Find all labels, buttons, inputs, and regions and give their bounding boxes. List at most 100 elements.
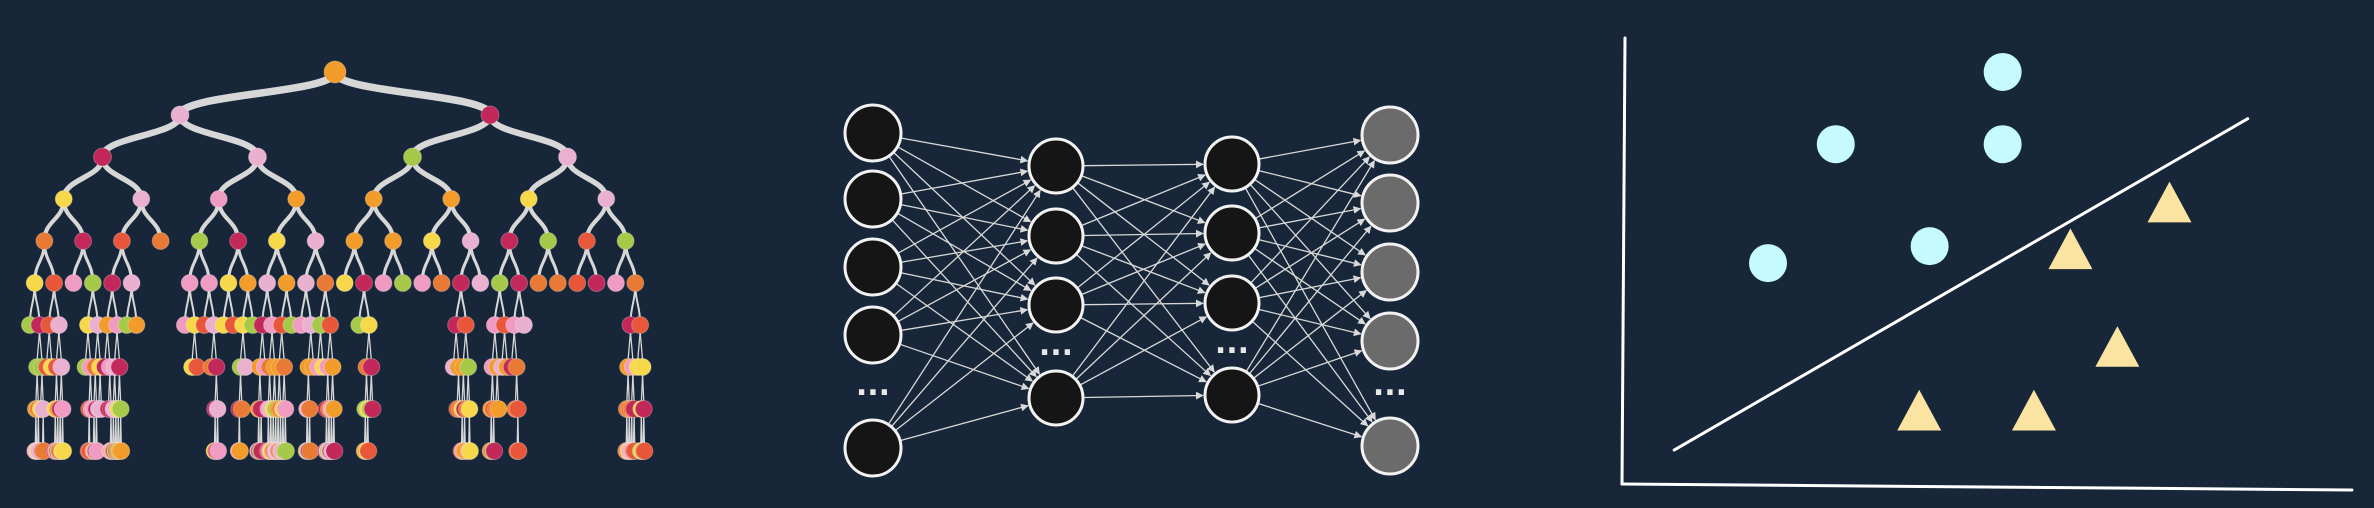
x-axis <box>1620 482 2354 492</box>
hidden-2-layer-ellipsis: ... <box>1215 326 1249 361</box>
output-neuron <box>1360 416 1420 476</box>
class-a-point <box>1983 52 2022 91</box>
class-a-point <box>1910 227 1949 266</box>
tree-node <box>490 274 509 292</box>
tree-node <box>52 358 71 376</box>
tree-node <box>35 232 54 250</box>
network-connection <box>901 306 1029 331</box>
tree-node <box>500 232 519 250</box>
network-ellipses: ... ... ... ... <box>856 326 1407 403</box>
tree-node <box>616 232 635 250</box>
hidden-2-neuron <box>1203 274 1261 332</box>
network-connection <box>901 238 1029 263</box>
tree-root-node <box>323 60 347 84</box>
tree-node <box>219 274 238 292</box>
tree-node <box>45 274 64 292</box>
tree-node <box>248 147 267 167</box>
decision-tree-icon <box>20 60 654 460</box>
tree-node <box>510 274 529 292</box>
network-connection <box>892 219 1037 378</box>
network-connection <box>1259 275 1362 299</box>
output-neuron <box>1360 105 1420 165</box>
tree-node <box>151 232 170 250</box>
network-connection <box>1249 225 1372 374</box>
tree-node <box>413 274 432 292</box>
tree-node <box>514 316 533 334</box>
network-connection <box>1072 186 1216 377</box>
network-connection <box>898 249 1032 322</box>
tree-node <box>509 442 528 460</box>
network-connection <box>893 185 1036 316</box>
tree-node <box>93 147 112 167</box>
tree-node <box>207 358 226 376</box>
tree-node <box>112 232 131 250</box>
tree-node <box>451 274 470 292</box>
network-connections <box>888 137 1376 441</box>
tree-node <box>324 400 343 418</box>
network-connection <box>1259 137 1362 160</box>
network-connection <box>1081 175 1206 224</box>
y-axis <box>1620 36 1627 486</box>
tree-node <box>83 274 102 292</box>
tree-node <box>170 105 190 125</box>
network-connection <box>900 403 1029 441</box>
tree-node <box>539 232 558 250</box>
tree-node <box>471 274 490 292</box>
tree-node <box>276 442 295 460</box>
tree-node <box>112 442 131 460</box>
input-neuron <box>843 305 903 365</box>
tree-node <box>54 190 73 208</box>
network-connection <box>900 343 1030 390</box>
network-connection <box>1080 317 1207 383</box>
tree-node <box>300 400 319 418</box>
tree-node <box>422 232 441 250</box>
tree-node <box>301 442 320 460</box>
class-a-point <box>1749 244 1787 283</box>
tree-node <box>359 442 378 460</box>
tree-node <box>238 274 257 292</box>
tree-node <box>180 274 199 292</box>
tree-node <box>111 400 130 418</box>
tree-node <box>631 316 650 334</box>
network-connection <box>1081 243 1206 295</box>
tree-node <box>459 358 478 376</box>
network-connection <box>1259 239 1362 267</box>
tree-node <box>345 232 364 250</box>
network-connection <box>1081 174 1206 226</box>
tree-node <box>442 190 461 208</box>
network-connection <box>896 283 1034 382</box>
class-a-point <box>1816 125 1855 164</box>
tree-node <box>127 316 146 334</box>
class-b-point <box>1897 389 1942 431</box>
hidden-1-neuron <box>1027 137 1085 195</box>
hidden-1-neuron <box>1027 276 1085 334</box>
hidden-2-neuron <box>1203 366 1261 424</box>
network-connection <box>1259 170 1362 198</box>
tree-node <box>634 400 653 418</box>
tree-node <box>363 400 382 418</box>
tree-node <box>393 274 412 292</box>
tree-node <box>53 400 72 418</box>
tree-node <box>296 274 315 292</box>
tree-node <box>480 105 500 125</box>
tree-node <box>508 400 527 418</box>
tree-node <box>267 232 286 250</box>
tree-node <box>403 147 422 167</box>
tree-node <box>64 274 83 292</box>
tree-node <box>529 274 548 292</box>
tree-node <box>258 274 277 292</box>
network-connection <box>1245 188 1376 421</box>
tree-node <box>432 274 451 292</box>
network-connection <box>1077 181 1210 289</box>
tree-node <box>323 358 342 376</box>
tree-node <box>277 274 296 292</box>
network-connection <box>1254 248 1366 325</box>
linear-classifier-icon <box>1620 36 2354 492</box>
output-layer-ellipsis: ... <box>1373 368 1407 403</box>
tree-node <box>306 232 325 250</box>
tree-node <box>275 358 294 376</box>
tree-node <box>276 400 295 418</box>
network-connection <box>1253 289 1367 379</box>
input-layer-ellipsis: ... <box>856 368 890 403</box>
tree-node <box>316 274 335 292</box>
